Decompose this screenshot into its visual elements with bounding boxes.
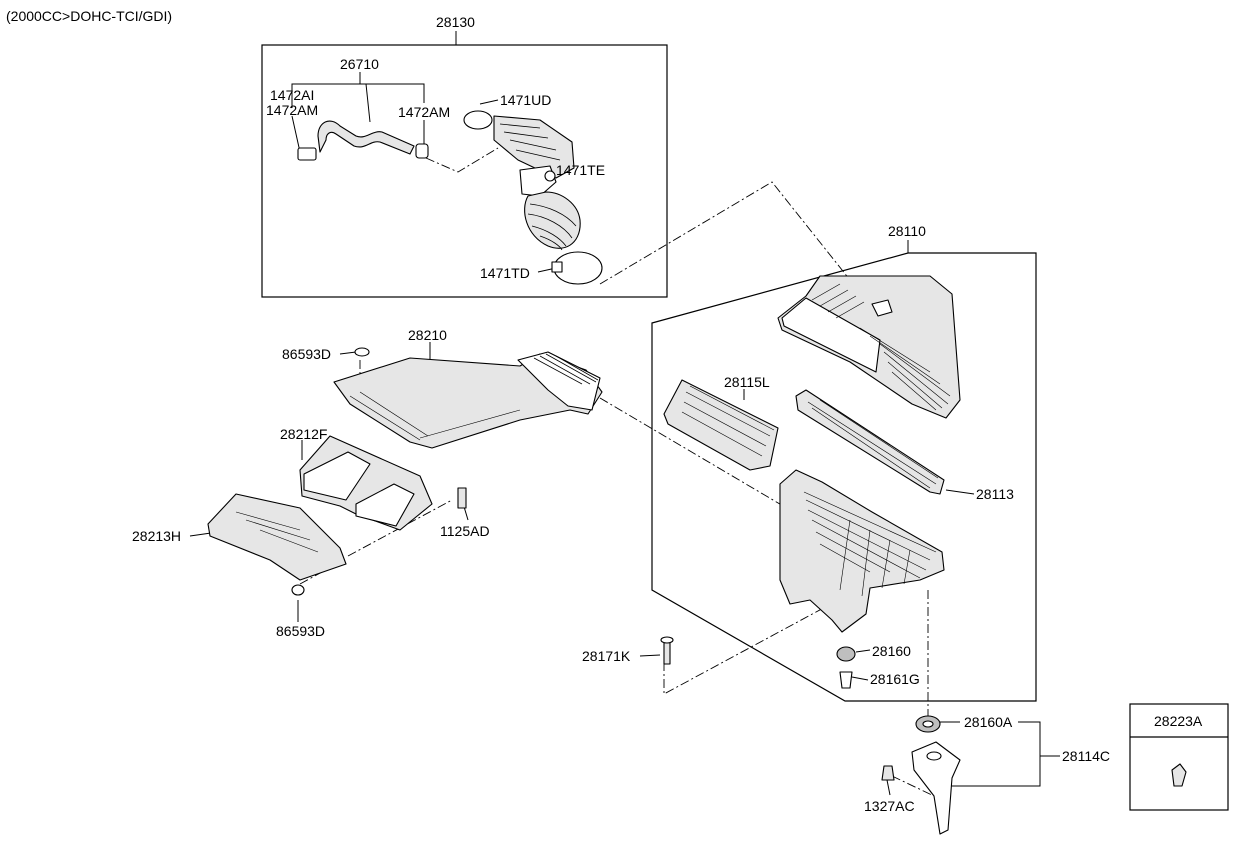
hose-clamp-1471UD-icon bbox=[463, 110, 493, 130]
label-86593D-top: 86593D bbox=[282, 346, 331, 362]
clip-86593D-bottom-icon bbox=[291, 584, 305, 596]
clip-86593D-top-icon bbox=[354, 347, 370, 357]
filter-cover-28115L bbox=[663, 379, 779, 471]
sensor-1471TE-icon bbox=[544, 170, 556, 182]
label-28212F: 28212F bbox=[280, 426, 327, 442]
engine-spec-header: (2000CC>DOHC-TCI/GDI) bbox=[6, 8, 172, 24]
part-labels: 28130 26710 1472AI 1472AM 1472AM 1471UD … bbox=[132, 14, 1203, 814]
air-cleaner-body bbox=[779, 469, 945, 633]
breather-hose-26710 bbox=[297, 120, 429, 161]
clamp-1472AM-left-icon bbox=[297, 147, 317, 161]
group-frame-28130 bbox=[261, 44, 668, 298]
label-1471UD: 1471UD bbox=[500, 92, 551, 108]
label-26710: 26710 bbox=[340, 56, 379, 72]
clamp-1472AM-right-icon bbox=[415, 143, 429, 159]
bolt-1125AD-icon bbox=[457, 487, 467, 509]
label-28171K: 28171K bbox=[582, 648, 631, 664]
label-1472AI: 1472AI bbox=[270, 87, 314, 103]
clip-28223A-icon bbox=[1171, 763, 1187, 787]
air-guide-28213H bbox=[207, 487, 467, 596]
assembly-guide-lines bbox=[299, 147, 935, 797]
label-1472AM-right: 1472AM bbox=[398, 104, 450, 120]
label-1125AD: 1125AD bbox=[440, 523, 490, 539]
label-28160A: 28160A bbox=[964, 714, 1013, 730]
label-28130: 28130 bbox=[436, 14, 475, 30]
box-frame-28223A bbox=[1129, 703, 1229, 811]
label-1472AM-left: 1472AM bbox=[266, 102, 318, 118]
intake-duct-28210 bbox=[333, 347, 603, 449]
label-86593D-bottom: 86593D bbox=[276, 623, 325, 639]
label-28223A: 28223A bbox=[1154, 713, 1203, 729]
air-flow-sensor-housing bbox=[493, 115, 575, 179]
bolt-28171K-icon bbox=[663, 641, 671, 665]
label-28210: 28210 bbox=[408, 327, 447, 343]
label-28160: 28160 bbox=[872, 643, 911, 659]
nut-1327AC-icon bbox=[881, 765, 895, 781]
grommet-28160-icon bbox=[836, 646, 856, 662]
label-28213H: 28213H bbox=[132, 528, 181, 544]
intake-hose-assembly bbox=[463, 110, 603, 285]
label-28161G: 28161G bbox=[870, 671, 920, 687]
label-28115L: 28115L bbox=[724, 374, 770, 390]
leader-lines bbox=[189, 31, 1060, 796]
label-1327AC: 1327AC bbox=[864, 798, 915, 814]
clip-28223A bbox=[1171, 763, 1187, 787]
label-1471TD: 1471TD bbox=[480, 265, 530, 281]
mount-hardware bbox=[660, 636, 941, 733]
corrugated-hose bbox=[524, 191, 581, 249]
air-cleaner-cover bbox=[777, 275, 961, 419]
pin-28161G-icon bbox=[839, 671, 853, 689]
label-28113: 28113 bbox=[976, 486, 1014, 502]
bracket-28114C bbox=[881, 741, 961, 835]
label-28114C: 28114C bbox=[1062, 748, 1110, 764]
filter-element-28113 bbox=[795, 389, 945, 495]
label-1471TE: 1471TE bbox=[556, 162, 605, 178]
label-28110: 28110 bbox=[888, 223, 926, 239]
resonator-28212F bbox=[299, 435, 433, 531]
